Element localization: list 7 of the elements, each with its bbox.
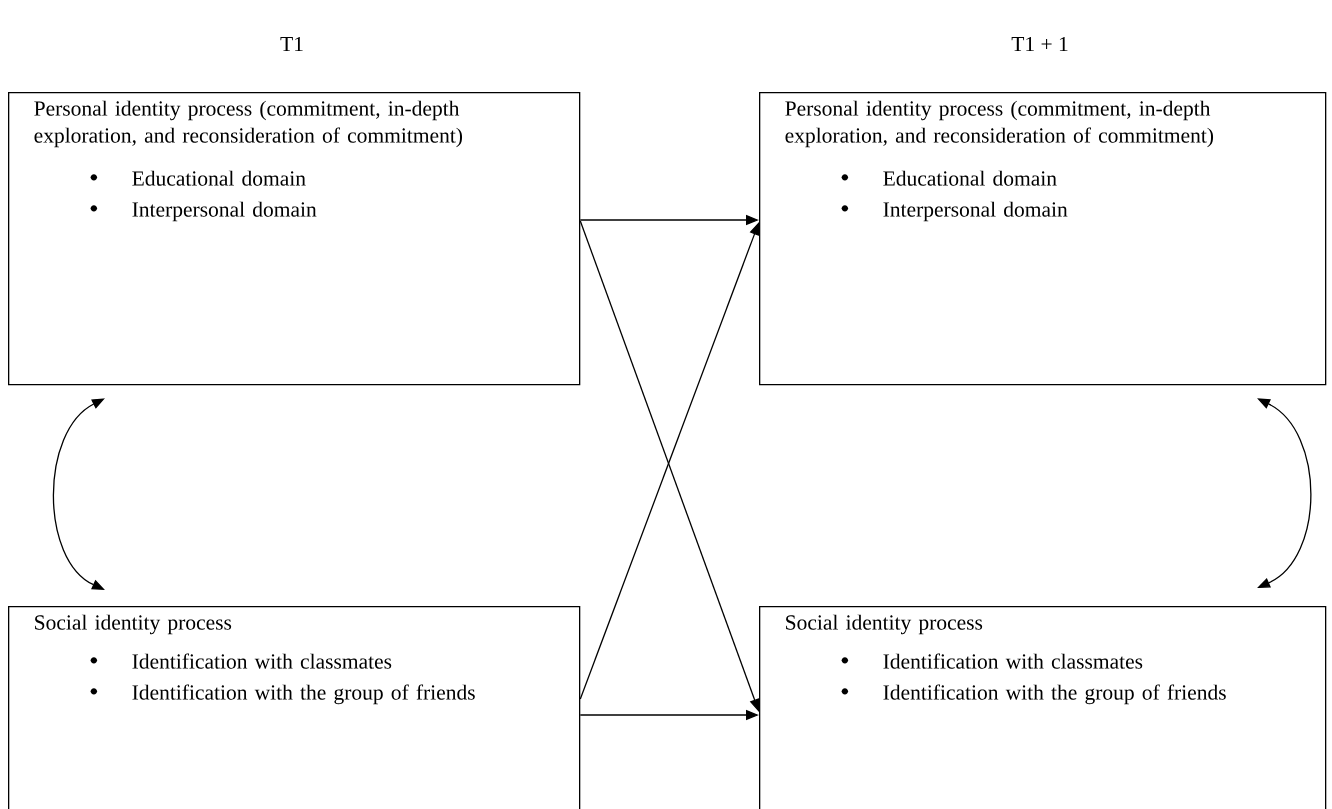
time-label: T1 — [280, 36, 303, 52]
process-box: Social identity process Identification with classmates Identification with the group of friends — [8, 606, 581, 809]
process-box: Personal identity process (commitment, in-depth exploration, and reconsideration of commitment) Educational domain Interpersonal domain — [759, 92, 1327, 386]
arrow — [52, 398, 105, 590]
process-box: Personal identity process (commitment, in-depth exploration, and reconsideration of commitment) Educational domain Interpersonal domain — [8, 92, 581, 386]
process-box: Social identity process Identification with classmates Identification with the group of friends — [759, 606, 1327, 809]
time-label: T1 + 1 — [1011, 36, 1068, 52]
